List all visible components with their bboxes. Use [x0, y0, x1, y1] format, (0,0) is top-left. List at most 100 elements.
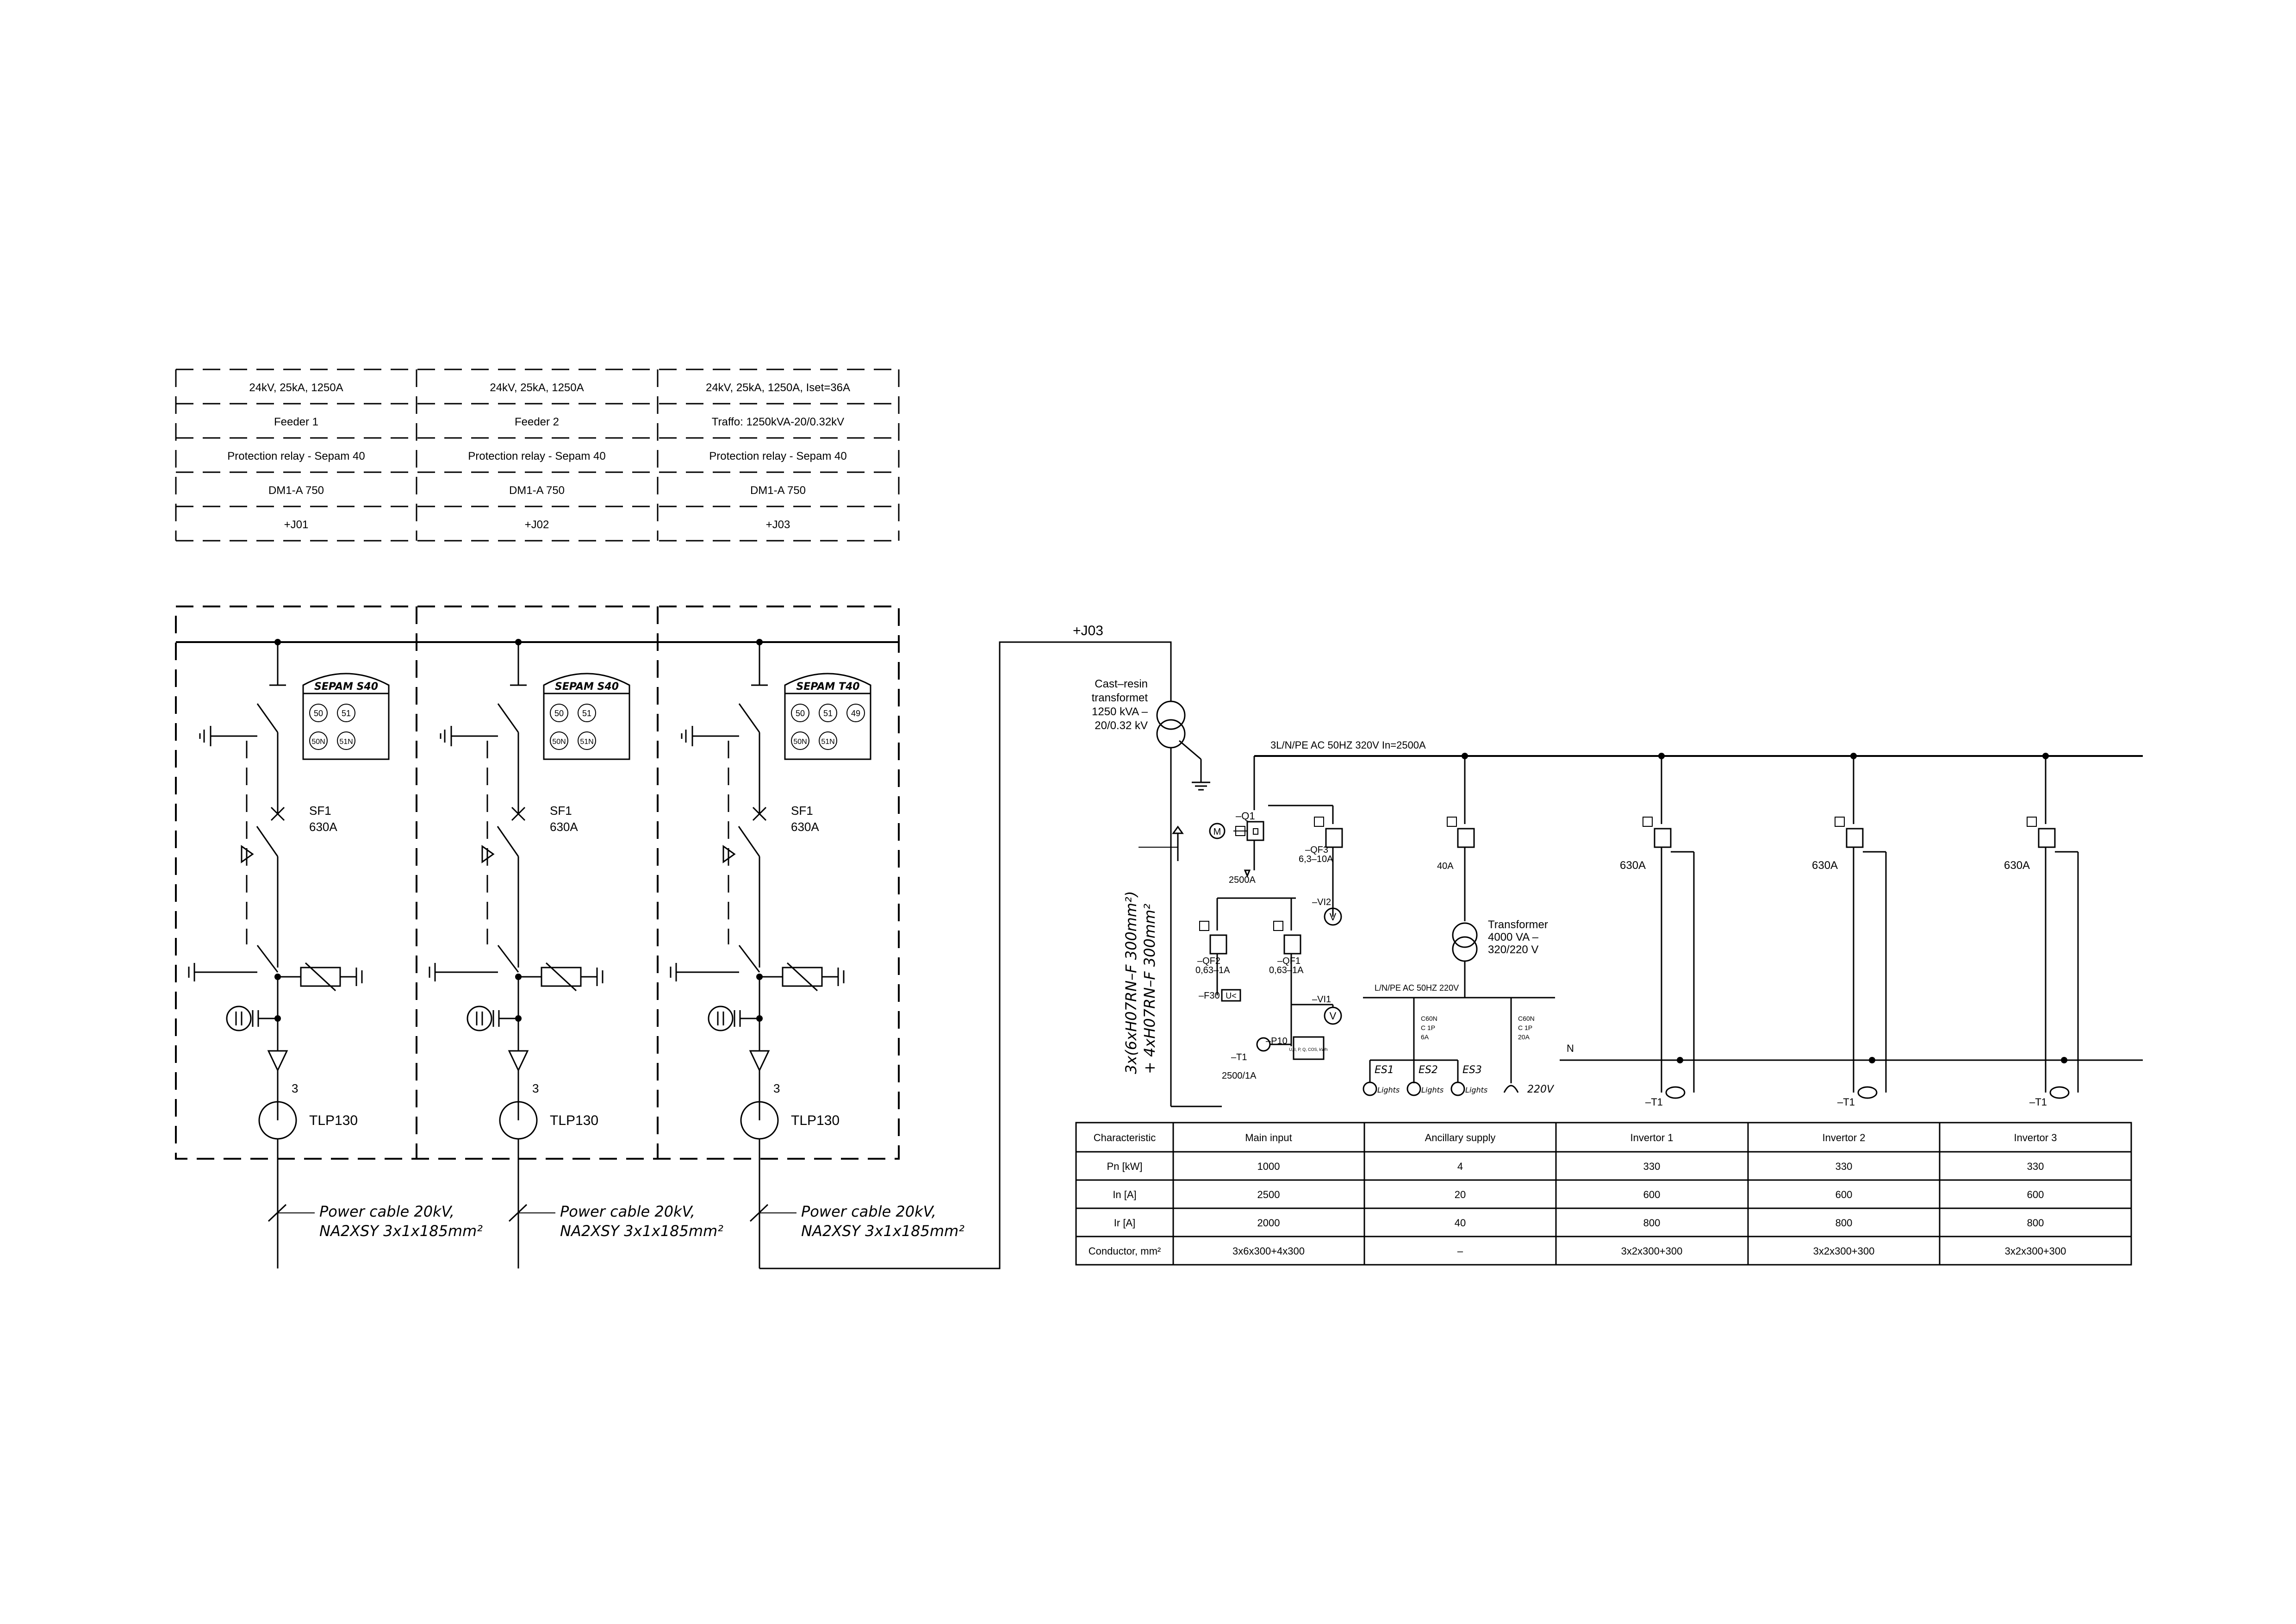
- power-meter-text: U, I, P, Q, COS, kWh: [1289, 1047, 1327, 1052]
- ct-label: TLP130: [550, 1113, 598, 1128]
- header-cell: DM1-A 750: [509, 484, 565, 497]
- voltage-indicator: [708, 1006, 759, 1031]
- transformer-label: transformet: [1092, 692, 1148, 704]
- inv-ct-label: –T1: [2029, 1096, 2047, 1108]
- lv-section: Cast–resin transformet 1250 kVA – 20/0.3…: [1092, 678, 2143, 1108]
- ct-label: TLP130: [309, 1113, 358, 1128]
- protection-code: 51N: [821, 738, 834, 746]
- table-cell: 20: [1455, 1189, 1466, 1200]
- qf3-rating: 6,3–10A: [1299, 854, 1333, 864]
- transformer-label: 20/0.32 kV: [1095, 719, 1148, 732]
- es-label: ES3: [1462, 1064, 1482, 1076]
- mcb-label: 20A: [1518, 1033, 1530, 1041]
- breaker-label: SF1: [309, 804, 331, 818]
- surge-arrester: [518, 962, 604, 992]
- ct-label: TLP130: [791, 1113, 840, 1128]
- mcb-label: C 1P: [1518, 1024, 1532, 1031]
- main-cable-label: + 4xH07RN–F 300mm²: [1141, 904, 1158, 1074]
- inv-rating: 630A: [2004, 859, 2030, 872]
- cable-label: Power cable 20kV,: [319, 1203, 454, 1220]
- table-cell: In [A]: [1113, 1189, 1136, 1200]
- f30-label: –F30: [1199, 991, 1220, 1001]
- table-header: Characteristic: [1094, 1132, 1156, 1143]
- aux-transformer-label: 320/220 V: [1488, 943, 1538, 956]
- motor-symbol: M: [1213, 827, 1221, 837]
- header-table: 24kV, 25kA, 1250A 24kV, 25kA, 1250A 24kV…: [175, 369, 900, 542]
- mcb-label: C60N: [1421, 1015, 1437, 1022]
- aux-transformer-label: 4000 VA –: [1488, 931, 1539, 943]
- header-cell: +J01: [284, 518, 309, 531]
- header-cell: +J03: [766, 518, 790, 531]
- table-cell: 330: [2027, 1161, 2044, 1172]
- mv-to-lv-cable: [759, 641, 1172, 1269]
- lamp-es2: ES2 Lights: [1406, 1060, 1444, 1096]
- table-cell: 3x2x300+300: [2005, 1245, 2066, 1257]
- voltage-indicator: [467, 1006, 518, 1031]
- vi2-label: –VI2: [1312, 897, 1331, 907]
- relay-label: SEPAM S40: [314, 681, 378, 693]
- breaker-rating: 630A: [309, 820, 337, 834]
- invertor-feeder-1: 630A –T1: [1620, 753, 1695, 1108]
- protection-code: 51: [342, 709, 351, 718]
- protection-code: 50N: [793, 738, 807, 746]
- lights-label: Lights: [1421, 1086, 1444, 1094]
- relay-label: SEPAM T40: [796, 681, 859, 693]
- qf1-label: –QF1: [1277, 956, 1300, 966]
- q1-rating: 2500A: [1229, 875, 1256, 885]
- ct-main-label: 2500/1A: [1222, 1071, 1257, 1081]
- es-label: ES1: [1375, 1064, 1394, 1076]
- header-cell: Feeder 1: [274, 416, 318, 428]
- protection-code: 51N: [580, 738, 593, 746]
- breaker-rating: 630A: [550, 820, 578, 834]
- table-cell: 800: [1836, 1217, 1853, 1229]
- earth-switch: [199, 726, 257, 746]
- table-cell: 600: [2027, 1189, 2044, 1200]
- lights-label: Lights: [1465, 1086, 1487, 1094]
- voltmeter-symbol: V: [1330, 1010, 1337, 1022]
- busbar-label: 3L/N/PE AC 50HZ 320V In=2500A: [1270, 739, 1426, 751]
- protection-code: 50: [554, 709, 564, 718]
- mv-panels-frame: [175, 606, 900, 1160]
- ct-count: 3: [532, 1081, 539, 1095]
- header-cell: 24kV, 25kA, 1250A, Iset=36A: [706, 381, 850, 394]
- ct-count: 3: [773, 1081, 780, 1095]
- mcb-label: C60N: [1518, 1015, 1535, 1022]
- inv-ct-label: –T1: [1837, 1096, 1855, 1108]
- cable-label: NA2XSY 3x1x185mm²: [560, 1222, 723, 1240]
- protection-code: 50: [796, 709, 805, 718]
- table-header: Invertor 3: [2014, 1132, 2057, 1143]
- qf3-label: –QF3: [1305, 845, 1328, 855]
- earth-switch: [440, 726, 498, 746]
- qf2-label: –QF2: [1197, 956, 1220, 966]
- protection-code: 50N: [311, 738, 325, 746]
- header-cell: Protection relay - Sepam 40: [227, 450, 365, 462]
- breaker-label: SF1: [550, 804, 572, 818]
- neutral-label: N: [1567, 1043, 1574, 1054]
- table-cell: 1000: [1257, 1161, 1280, 1172]
- inv-ct-label: –T1: [1645, 1096, 1663, 1108]
- cable-label: NA2XSY 3x1x185mm²: [801, 1222, 964, 1240]
- table-cell: 330: [1643, 1161, 1661, 1172]
- inv-rating: 630A: [1620, 859, 1646, 872]
- aux-transformer-label: Transformer: [1488, 918, 1548, 931]
- protection-code: 49: [851, 709, 860, 718]
- lamp-es1: ES1 Lights: [1363, 1060, 1400, 1096]
- header-cell: DM1-A 750: [268, 484, 324, 497]
- aux-rating: 40A: [1437, 861, 1454, 871]
- header-cell: Traffo: 1250kVA-20/0.32kV: [712, 416, 844, 428]
- header-grid: [175, 369, 900, 542]
- invertor-feeder-2: 630A –T1: [1812, 753, 1887, 1108]
- characteristics-table: Characteristic Main input Ancillary supp…: [1075, 1122, 2132, 1266]
- socket-label: 220V: [1527, 1084, 1555, 1095]
- vi1-label: –VI1: [1312, 994, 1331, 1005]
- mcb-label: C 1P: [1421, 1024, 1435, 1031]
- table-cell: 800: [2027, 1217, 2044, 1229]
- table-cell: 800: [1643, 1217, 1661, 1229]
- table-cell: –: [1457, 1245, 1463, 1257]
- table-cell: Conductor, mm²: [1089, 1245, 1161, 1257]
- relay-box: SEPAM S40 50 51 50N 51N: [302, 673, 390, 760]
- header-cell: Protection relay - Sepam 40: [468, 450, 605, 462]
- table-header: Main input: [1245, 1132, 1292, 1143]
- protection-code: 51N: [339, 738, 353, 746]
